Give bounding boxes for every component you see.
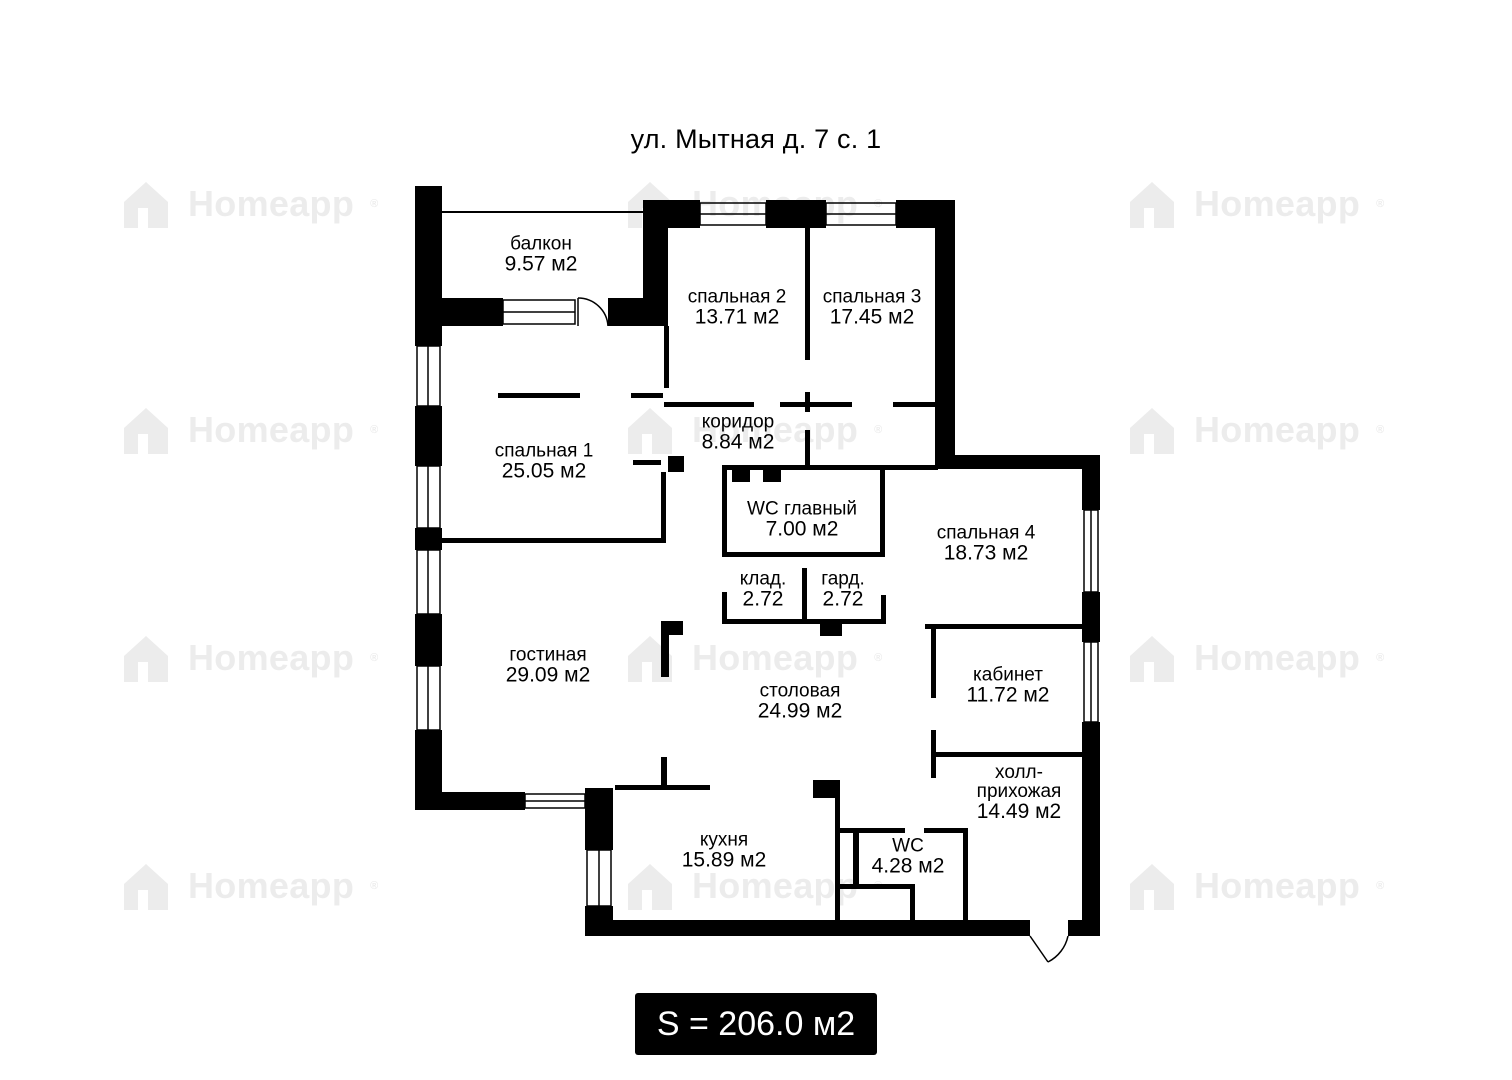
homeapp-logo-icon	[1124, 630, 1180, 686]
interior-walls	[442, 228, 1082, 920]
homeapp-logo-icon	[622, 402, 678, 458]
homeapp-logo-icon	[1124, 176, 1180, 232]
watermark: Homeapp®	[118, 630, 379, 686]
windows	[416, 202, 1099, 907]
watermark: Homeapp®	[1124, 402, 1385, 458]
watermark: Homeapp®	[1124, 176, 1385, 232]
room-label-wardrobe: гард.2.72	[821, 568, 865, 611]
homeapp-logo-icon	[118, 858, 174, 914]
homeapp-logo-icon	[622, 858, 678, 914]
watermark: Homeapp®	[1124, 630, 1385, 686]
homeapp-logo-icon	[118, 176, 174, 232]
homeapp-logo-icon	[1124, 858, 1180, 914]
watermark: Homeapp®	[118, 402, 379, 458]
doors	[577, 297, 1069, 963]
homeapp-logo-icon	[118, 630, 174, 686]
room-label-storage: клад.2.72	[739, 568, 787, 611]
homeapp-logo-icon	[1124, 402, 1180, 458]
watermark: Homeapp®	[118, 858, 379, 914]
exterior-walls	[415, 186, 1100, 936]
homeapp-logo-icon	[118, 402, 174, 458]
watermark: Homeapp®	[622, 402, 883, 458]
watermark: Homeapp®	[118, 176, 379, 232]
watermark: Homeapp®	[1124, 858, 1385, 914]
total-area-badge: S = 206.0 м2	[635, 993, 877, 1055]
address-title: ул. Мытная д. 7 с. 1	[630, 124, 882, 154]
watermark: Homeapp®	[622, 858, 883, 914]
